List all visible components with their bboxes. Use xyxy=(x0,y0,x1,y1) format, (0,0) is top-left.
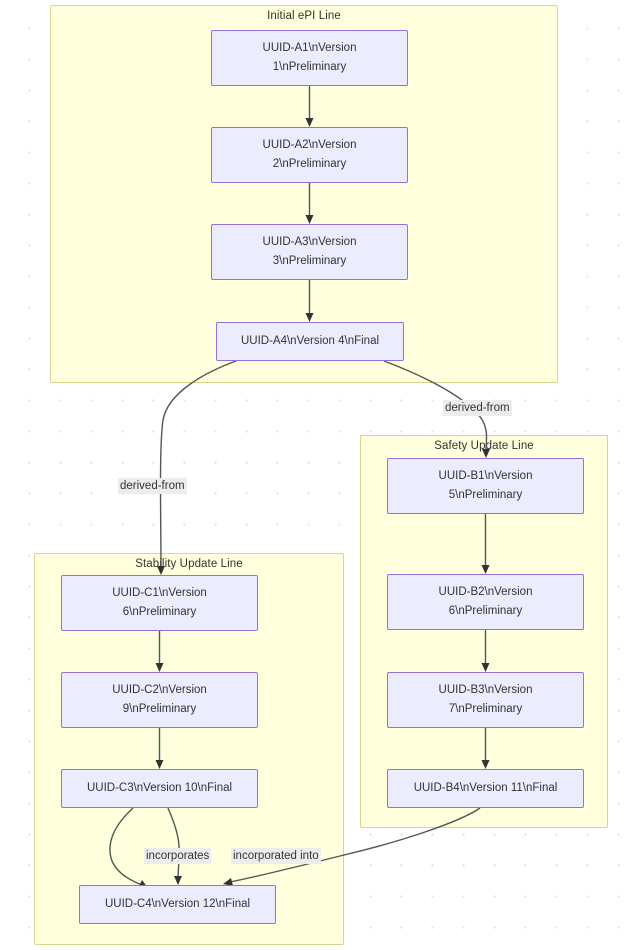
node-uuid-a2[interactable]: UUID-A2\nVersion 2\nPreliminary xyxy=(211,127,408,183)
node-c1-line1: UUID-C1\nVersion xyxy=(112,587,207,599)
node-uuid-c3[interactable]: UUID-C3\nVersion 10\nFinal xyxy=(61,769,258,808)
node-b3-line1: UUID-B3\nVersion xyxy=(438,684,533,696)
node-b1-line1: UUID-B1\nVersion xyxy=(438,470,533,482)
subgraph-title-initial: Initial ePI Line xyxy=(267,10,341,22)
node-a3-line1: UUID-A3\nVersion xyxy=(262,236,357,248)
subgraph-title-stability: Stability Update Line xyxy=(135,558,243,570)
node-c3-line1: UUID-C3\nVersion 10\nFinal xyxy=(86,782,233,794)
node-uuid-b1[interactable]: UUID-B1\nVersion 5\nPreliminary xyxy=(387,458,584,514)
node-a2-line1: UUID-A2\nVersion xyxy=(262,139,357,151)
node-a3-line2: 3\nPreliminary xyxy=(272,255,347,267)
node-c4-line1: UUID-C4\nVersion 12\nFinal xyxy=(104,898,251,910)
node-c2-line2: 9\nPreliminary xyxy=(122,703,197,715)
edge-label-incorporated-into: incorporated into xyxy=(231,848,321,864)
edge-label-derived-from-left: derived-from xyxy=(118,478,187,494)
node-a1-line2: 1\nPreliminary xyxy=(272,61,347,73)
node-b2-line1: UUID-B2\nVersion xyxy=(438,586,533,598)
node-c1-line2: 6\nPreliminary xyxy=(122,606,197,618)
subgraph-title-safety: Safety Update Line xyxy=(434,440,534,452)
node-uuid-c1[interactable]: UUID-C1\nVersion 6\nPreliminary xyxy=(61,575,258,631)
node-a1-line1: UUID-A1\nVersion xyxy=(262,42,357,54)
node-b3-line2: 7\nPreliminary xyxy=(448,703,523,715)
node-uuid-b4[interactable]: UUID-B4\nVersion 11\nFinal xyxy=(387,769,584,808)
edge-label-incorporates: incorporates xyxy=(144,848,212,864)
node-uuid-a1[interactable]: UUID-A1\nVersion 1\nPreliminary xyxy=(211,30,408,86)
node-uuid-c2[interactable]: UUID-C2\nVersion 9\nPreliminary xyxy=(61,672,258,728)
node-uuid-b2[interactable]: UUID-B2\nVersion 6\nPreliminary xyxy=(387,574,584,630)
node-b4-line1: UUID-B4\nVersion 11\nFinal xyxy=(413,782,558,794)
edge-a4-c1 xyxy=(157,360,237,575)
node-b2-line2: 6\nPreliminary xyxy=(448,605,523,617)
node-a2-line2: 2\nPreliminary xyxy=(272,158,347,170)
node-uuid-c4[interactable]: UUID-C4\nVersion 12\nFinal xyxy=(79,885,276,924)
node-b1-line2: 5\nPreliminary xyxy=(448,489,523,501)
node-uuid-b3[interactable]: UUID-B3\nVersion 7\nPreliminary xyxy=(387,672,584,728)
node-uuid-a4[interactable]: UUID-A4\nVersion 4\nFinal xyxy=(216,322,404,361)
node-a4-line1: UUID-A4\nVersion 4\nFinal xyxy=(240,335,380,347)
node-c2-line1: UUID-C2\nVersion xyxy=(112,684,207,696)
edge-label-derived-from-right: derived-from xyxy=(443,400,512,416)
node-uuid-a3[interactable]: UUID-A3\nVersion 3\nPreliminary xyxy=(211,224,408,280)
